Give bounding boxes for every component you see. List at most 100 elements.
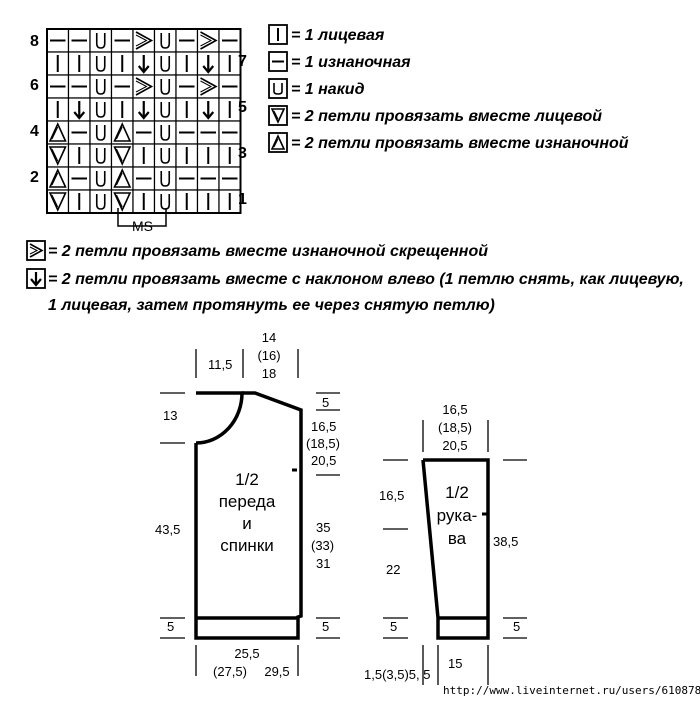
stitch-cell	[46, 189, 70, 214]
stitch-cell	[46, 51, 70, 76]
stitch-cell	[196, 51, 220, 76]
stitch-cell	[110, 189, 134, 214]
stitch-cell	[110, 97, 134, 122]
body-side-length: 35	[316, 520, 330, 535]
sleeve-rib-height: 5	[513, 619, 520, 634]
stitch-chart	[46, 28, 242, 214]
sleeve-rib-height: 5	[390, 619, 397, 634]
legend-k2tog-symbol	[268, 105, 288, 126]
sleeve-offset: 1,5(3,5)5, 5	[364, 667, 431, 682]
body-side-length: 31	[316, 556, 330, 571]
body-width: (27,5)	[213, 664, 247, 679]
legend-purl-symbol	[268, 51, 288, 72]
row-label-7: 7	[238, 53, 247, 70]
sleeve-title: 1/2	[445, 483, 469, 502]
body-title: и	[242, 514, 252, 533]
body-width: 25,5	[234, 646, 259, 661]
body-width: 29,5	[264, 664, 289, 679]
stitch-cell	[67, 143, 91, 168]
body-armhole-depth: 16,5	[311, 419, 336, 434]
legend-knit-symbol	[268, 24, 288, 45]
legend-ssk-line2: 1 лицевая, затем протянуть ее через снят…	[48, 297, 495, 314]
stitch-cell	[132, 120, 156, 145]
stitch-cell	[46, 143, 70, 168]
legend-k2p-tbl: = 2 петли провязать вместе изнаночной ск…	[48, 243, 488, 260]
stitch-cell	[67, 166, 91, 191]
stitch-cell	[67, 120, 91, 145]
stitch-cell	[175, 189, 199, 214]
body-rib-height: 5	[322, 619, 329, 634]
body-armhole-depth: (18,5)	[306, 436, 340, 451]
body-armhole-depth: 20,5	[311, 453, 336, 468]
stitch-cell	[196, 143, 220, 168]
legend-yarn-over-symbol	[268, 78, 288, 99]
ms-label: MS	[132, 218, 153, 234]
stitch-cell	[110, 28, 134, 53]
legend-purl: = 1 изнаночная	[291, 54, 411, 71]
stitch-cell	[153, 143, 177, 168]
stitch-cell	[67, 189, 91, 214]
row-label-5: 5	[238, 99, 247, 116]
row-label-6: 6	[30, 77, 39, 94]
stitch-cell	[175, 97, 199, 122]
legend-knit: = 1 лицевая	[291, 27, 385, 44]
body-title: переда	[219, 492, 276, 511]
stitch-cell	[153, 28, 177, 53]
sleeve-total-height: 38,5	[493, 534, 518, 549]
body-neck-width: 14	[262, 330, 276, 345]
legend-k2tog: = 2 петли провязать вместе лицевой	[291, 108, 602, 125]
stitch-cell	[132, 97, 156, 122]
body-neck-depth: 13	[163, 408, 177, 423]
sleeve-cuff-width: 15	[448, 656, 462, 671]
row-label-2: 2	[30, 169, 39, 186]
sleeve-title: ва	[448, 529, 467, 548]
stitch-cell	[218, 74, 242, 99]
stitch-cell	[196, 97, 220, 122]
stitch-cell	[89, 51, 113, 76]
stitch-cell	[132, 166, 156, 191]
stitch-cell	[196, 28, 220, 53]
stitch-cell	[196, 74, 220, 99]
stitch-cell	[89, 189, 113, 214]
stitch-cell	[132, 143, 156, 168]
stitch-cell	[153, 74, 177, 99]
body-shoulder-drop: 5	[322, 395, 329, 410]
stitch-cell	[153, 120, 177, 145]
stitch-cell	[67, 28, 91, 53]
body-piece	[160, 349, 340, 676]
stitch-cell	[89, 120, 113, 145]
row-label-8: 8	[30, 33, 39, 50]
stitch-cell	[89, 166, 113, 191]
stitch-cell	[218, 120, 242, 145]
sleeve-top-width: 20,5	[442, 438, 467, 453]
body-title: 1/2	[235, 470, 259, 489]
row-label-1: 1	[238, 191, 247, 208]
body-total-height: 43,5	[155, 522, 180, 537]
sleeve-upper-height: 16,5	[379, 488, 404, 503]
stitch-cell	[175, 74, 199, 99]
stitch-cell	[132, 189, 156, 214]
watermark-url: http://www.liveinternet.ru/users/6108784…	[443, 684, 700, 697]
stitch-cell	[110, 51, 134, 76]
stitch-cell	[67, 97, 91, 122]
stitch-cell	[153, 51, 177, 76]
stitch-cell	[89, 74, 113, 99]
stitch-cell	[175, 51, 199, 76]
legend-ssk-symbol	[26, 268, 46, 289]
legend-p2tog-symbol	[268, 132, 288, 153]
stitch-cell	[46, 166, 70, 191]
body-neck-width: 18	[262, 366, 276, 381]
stitch-cell	[46, 74, 70, 99]
legend-yarn-over: = 1 накид	[291, 81, 365, 98]
stitch-cell	[153, 97, 177, 122]
legend-k2p-tbl-symbol	[26, 240, 46, 261]
stitch-cell	[110, 120, 134, 145]
body-title: спинки	[220, 536, 274, 555]
sleeve-top-width: (18,5)	[438, 420, 472, 435]
sleeve-top-width: 16,5	[442, 402, 467, 417]
stitch-cell	[132, 28, 156, 53]
stitch-cell	[67, 74, 91, 99]
stitch-cell	[196, 166, 220, 191]
